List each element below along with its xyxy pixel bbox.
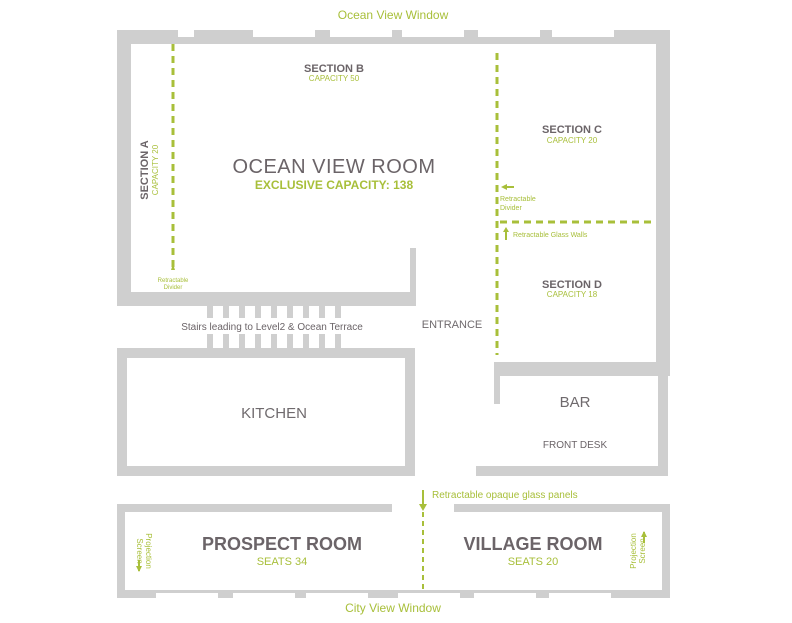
village-room-seats: SEATS 20 (508, 556, 559, 568)
bottom-window-label: City View Window (345, 601, 441, 615)
front-desk-label: FRONT DESK (543, 440, 608, 451)
divider-a-label-line1: Retractable (158, 278, 189, 284)
section-b-capacity: CAPACITY 50 (309, 74, 360, 83)
prospect-screen-label: Projection Screen (135, 533, 153, 569)
prospect-room-seats: SEATS 34 (257, 556, 308, 568)
ocean-view-room-capacity: EXCLUSIVE CAPACITY: 138 (255, 178, 414, 192)
opaque-panels-label: Retractable opaque glass panels (432, 490, 578, 501)
bar-walls (476, 376, 668, 476)
section-c-name: SECTION C (542, 124, 602, 136)
divider-c-label-line1: Retractable (500, 196, 536, 203)
kitchen-label: KITCHEN (241, 405, 307, 422)
top-window-label: Ocean View Window (338, 8, 449, 22)
village-screen-icon (641, 531, 647, 543)
divider-c-label-line2: Divider (500, 205, 522, 212)
divider-a-arrow-icon (171, 264, 175, 270)
divider-c-arrow-icon (501, 184, 514, 190)
entrance-label: ENTRANCE (422, 319, 483, 331)
ocean-view-room-name: OCEAN VIEW ROOM (232, 156, 435, 178)
section-a-name: SECTION A (139, 140, 151, 200)
village-screen-line2: Screen (638, 538, 647, 563)
glass-walls-label: Retractable Glass Walls (513, 232, 588, 239)
glass-walls-arrow-icon (503, 227, 509, 240)
section-b-name: SECTION B (304, 63, 364, 75)
village-screen-label: Projection Screen (629, 533, 647, 569)
stairs-label: Stairs leading to Level2 & Ocean Terrace (181, 322, 363, 333)
stairs (207, 306, 341, 348)
village-screen-line1: Projection (629, 533, 638, 569)
prospect-screen-line2: Screen (135, 538, 144, 563)
section-d-capacity: CAPACITY 18 (547, 290, 598, 299)
opaque-panels-arrow-icon (419, 490, 427, 511)
divider-a-label-line2: Divider (164, 285, 183, 291)
section-a-labels: SECTION A CAPACITY 20 (139, 140, 160, 200)
prospect-screen-icon (136, 560, 142, 572)
ocean-view-room-walls (117, 30, 670, 404)
section-a-capacity: CAPACITY 20 (151, 144, 160, 195)
prospect-room-name: PROSPECT ROOM (202, 534, 362, 554)
kitchen-walls (117, 348, 415, 476)
section-c-capacity: CAPACITY 20 (547, 136, 598, 145)
bar-label: BAR (560, 394, 591, 411)
prospect-screen-line1: Projection (144, 533, 153, 569)
village-room-name: VILLAGE ROOM (464, 534, 603, 554)
section-d-name: SECTION D (542, 279, 602, 291)
